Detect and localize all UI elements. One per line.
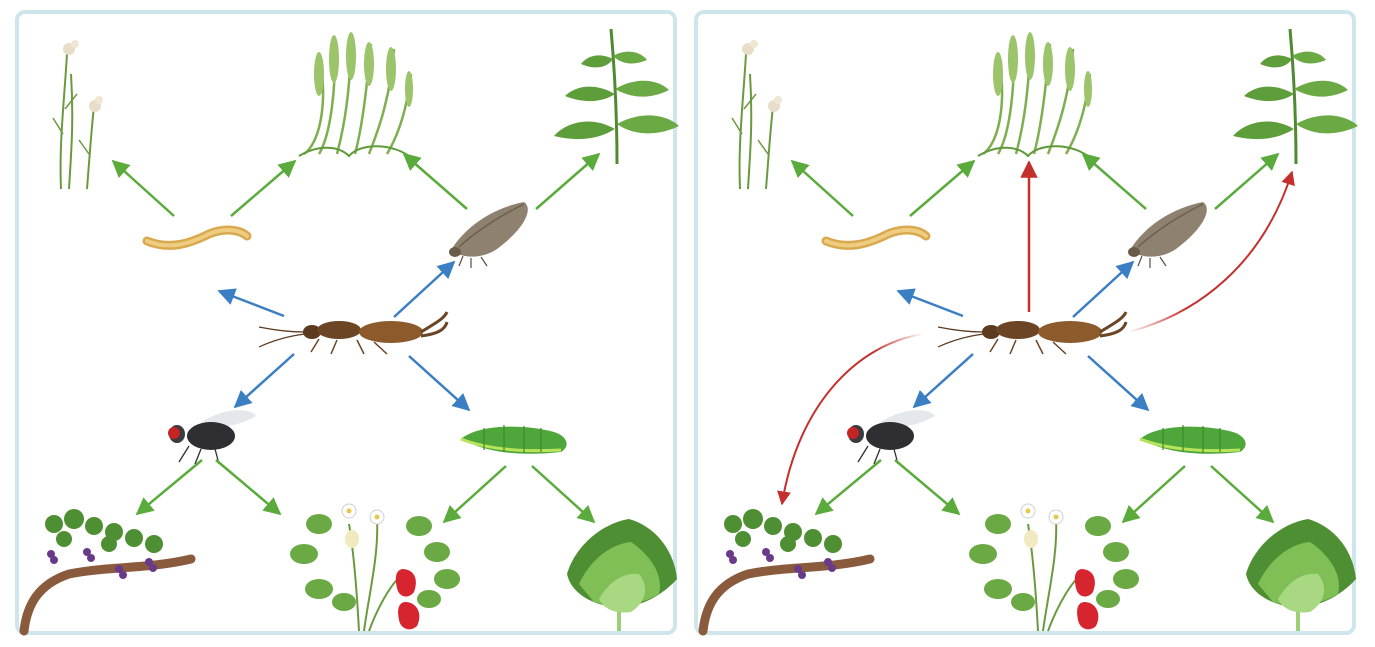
green-caterpillar-icon (460, 425, 567, 454)
arrow-caterpillar-to-lettuce (531, 465, 596, 524)
arrow-moth-to-wheat (1081, 152, 1147, 210)
arrow-caterpillar-to-strawberry (1121, 465, 1186, 524)
arrow-caterpillar-to-strawberry (442, 465, 507, 524)
moth-icon (449, 202, 528, 268)
grapevine-icon (698, 509, 875, 636)
mealworm-larva-icon (142, 225, 252, 250)
arrow-earwig-to-fly (912, 353, 974, 409)
food-web-diagram-left (19, 28, 679, 636)
fruit-fly-icon (847, 410, 935, 465)
arrow-larva-to-wheat (230, 159, 297, 217)
panel-with-omnivory (694, 10, 1358, 636)
arrow-fly-to-strawberry (894, 459, 961, 516)
strawberry-plant-icon (969, 503, 1139, 632)
arrow-earwig-to-larva (896, 288, 964, 318)
arrow-moth-to-leafy-plant (1214, 152, 1280, 210)
arrow-fly-to-strawberry (215, 459, 282, 516)
earwig-icon (937, 311, 1128, 355)
arrow-larva-to-herb (790, 159, 854, 217)
arrow-fly-to-grapevine (135, 459, 203, 516)
arrow-caterpillar-to-lettuce (1210, 465, 1275, 524)
lettuce-icon (567, 519, 677, 631)
food-web-diagram-right (698, 28, 1358, 636)
leafy-plant-icon (1233, 28, 1358, 165)
wheat-icon (977, 32, 1092, 158)
arrow-larva-to-wheat (909, 159, 976, 217)
green-caterpillar-icon (1139, 425, 1246, 454)
mealworm-larva-icon (821, 225, 931, 250)
arrow-moth-to-wheat (402, 152, 468, 210)
earwig-icon (258, 311, 449, 355)
wheat-icon (298, 32, 413, 158)
leafy-plant-icon (554, 28, 679, 165)
arrow-earwig-to-fly (233, 353, 295, 409)
arrow-earwig-to-grapevine-omnivory (777, 333, 924, 506)
lettuce-icon (1246, 519, 1356, 631)
arrow-larva-to-herb (111, 159, 175, 217)
arrow-earwig-to-larva (217, 288, 285, 318)
arrow-earwig-to-moth (1072, 260, 1135, 318)
panel-without-omnivory (15, 10, 679, 636)
arrow-earwig-to-caterpillar (1087, 355, 1150, 412)
arrow-moth-to-leafy-plant (535, 152, 601, 210)
arrow-earwig-to-caterpillar (408, 355, 471, 412)
moth-icon (1128, 202, 1207, 268)
arrow-earwig-to-leafy-plant-omnivory (1127, 170, 1295, 333)
fruit-fly-icon (168, 410, 256, 465)
arrow-earwig-to-moth (393, 260, 456, 318)
grapevine-icon (19, 509, 196, 636)
arrow-fly-to-grapevine (814, 459, 882, 516)
strawberry-plant-icon (290, 503, 460, 632)
flowering-herb-icon (52, 40, 103, 190)
flowering-herb-icon (731, 40, 782, 190)
